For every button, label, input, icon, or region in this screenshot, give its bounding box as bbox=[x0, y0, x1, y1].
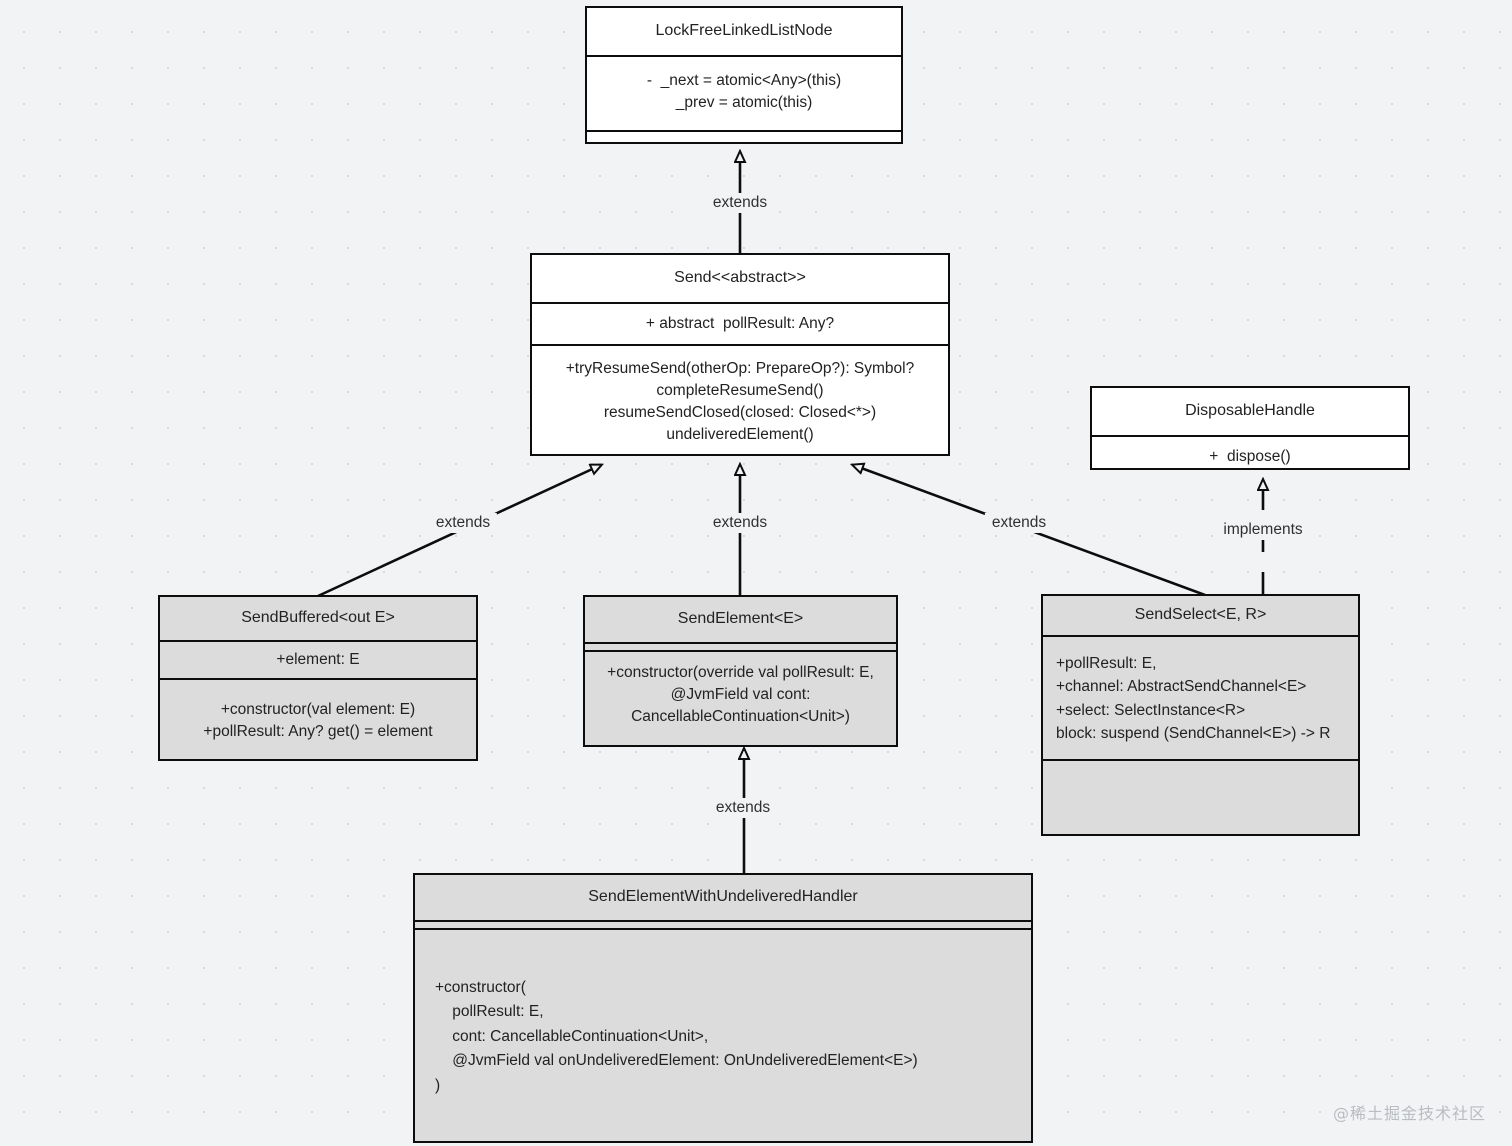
class-name-sendelement: SendElement<E> bbox=[677, 610, 804, 627]
class-methods-sendelementwithundeliveredhandler: +constructor( pollResult: E, cont: Cance… bbox=[415, 927, 1031, 1120]
class-attributes-sendelementwithundeliveredhandler bbox=[415, 919, 1031, 928]
watermark: @稀土掘金技术社区 bbox=[1332, 1104, 1486, 1123]
class-methods-sendselect bbox=[1043, 758, 1358, 825]
class-name-sendelementwithundeliveredhandler: SendElementWithUndeliveredHandler bbox=[588, 888, 858, 905]
edge-label-sendselect-extends-send: extends bbox=[984, 513, 1054, 533]
class-name-disposablehandle: DisposableHandle bbox=[1185, 402, 1315, 419]
class-attributes-send: + abstract pollResult: Any? bbox=[532, 301, 948, 344]
edge-label-sendselect-implements-disposablehandle: implements bbox=[1216, 520, 1310, 540]
class-attributes-lockfreelinkedlistnode: - _next = atomic<Any>(this) _prev = atom… bbox=[587, 54, 901, 130]
class-attributes-sendelement bbox=[585, 641, 896, 650]
edge-label-sendbuffered-extends-send: extends bbox=[428, 513, 498, 533]
class-name-sendselect: SendSelect<E, R> bbox=[1134, 606, 1267, 623]
edge-label-send-extends-lockfree: extends bbox=[705, 193, 775, 213]
edge-label-handler-extends-sendelement: extends bbox=[708, 798, 778, 818]
class-attributes-sendselect: +pollResult: E, +channel: AbstractSendCh… bbox=[1043, 634, 1358, 759]
edge-label-sendelement-extends-send: extends bbox=[705, 513, 775, 533]
class-methods-sendbuffered: +constructor(val element: E) +pollResult… bbox=[160, 677, 476, 762]
class-box-lockfreelinkedlistnode[interactable]: LockFreeLinkedListNode - _next = atomic<… bbox=[585, 6, 903, 144]
class-methods-lockfreelinkedlistnode bbox=[587, 129, 901, 138]
class-name-sendbuffered: SendBuffered<out E> bbox=[241, 609, 395, 626]
class-methods-send: +tryResumeSend(otherOp: PrepareOp?): Sym… bbox=[532, 343, 948, 460]
class-methods-sendelement: +constructor(override val pollResult: E,… bbox=[585, 649, 896, 740]
class-box-disposablehandle[interactable]: DisposableHandle + dispose() bbox=[1090, 386, 1410, 470]
class-box-send[interactable]: Send<<abstract>> + abstract pollResult: … bbox=[530, 253, 950, 456]
class-attributes-sendbuffered: +element: E bbox=[160, 639, 476, 678]
class-box-sendbuffered[interactable]: SendBuffered<out E> +element: E +constru… bbox=[158, 595, 478, 761]
class-box-sendelement[interactable]: SendElement<E> +constructor(override val… bbox=[583, 595, 898, 747]
class-name-send: Send<<abstract>> bbox=[674, 269, 806, 286]
class-name-lockfreelinkedlistnode: LockFreeLinkedListNode bbox=[655, 22, 833, 39]
class-methods-disposablehandle: + dispose() bbox=[1092, 434, 1408, 477]
class-box-sendselect[interactable]: SendSelect<E, R> +pollResult: E, +channe… bbox=[1041, 594, 1360, 836]
class-box-sendelementwithundeliveredhandler[interactable]: SendElementWithUndeliveredHandler +const… bbox=[413, 873, 1033, 1143]
